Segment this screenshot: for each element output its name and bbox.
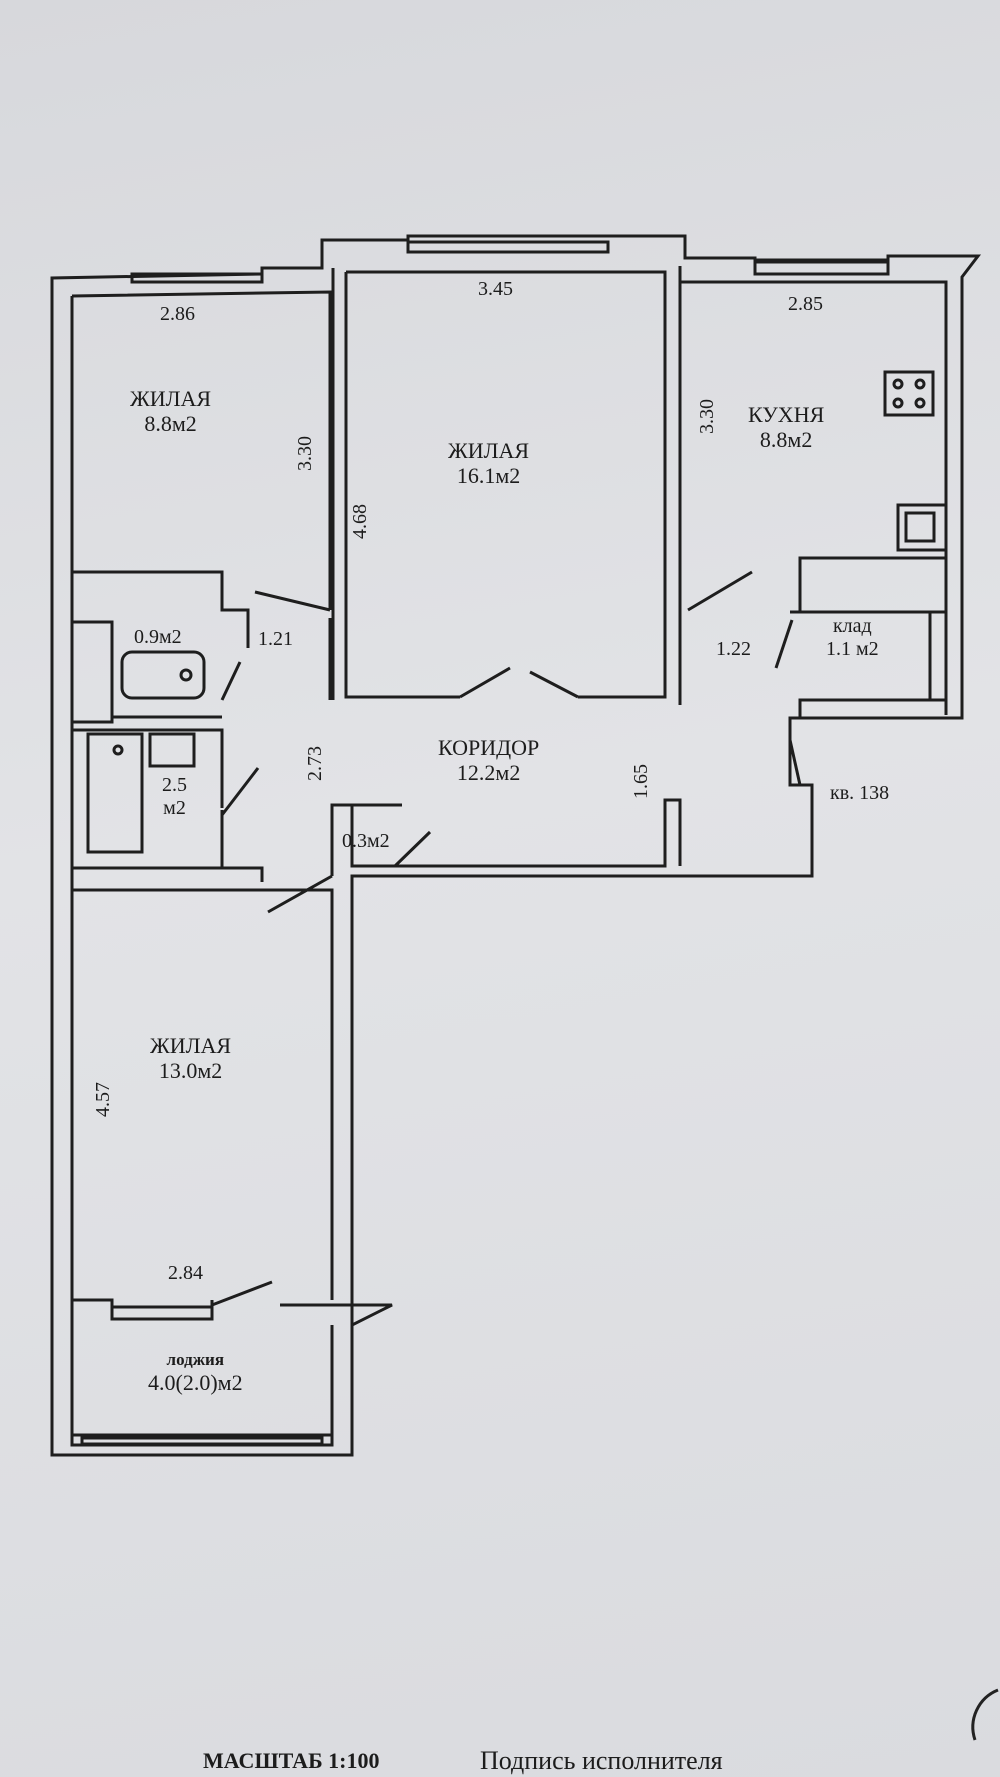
door-bedroom-bottom — [267, 874, 333, 914]
room-corridor: КОРИДОР 12.2м2 — [438, 735, 539, 786]
wall-living-outer — [331, 266, 682, 705]
room-bedroom-bottom: ЖИЛАЯ 13.0м2 — [150, 1033, 231, 1084]
window-top-left — [130, 272, 264, 284]
room-area-line1: 2.5 — [162, 774, 187, 796]
dim-top-left-width: 2.86 — [160, 303, 195, 325]
room-name: КУХНЯ — [748, 402, 825, 427]
room-area: 0.9м2 — [134, 626, 182, 648]
window-kitchen — [753, 260, 890, 276]
room-area: 13.0м2 — [158, 1058, 223, 1084]
door-bedroom-tl — [254, 590, 331, 612]
door-living-right — [529, 670, 579, 699]
room-storage: клад 1.1 м2 — [826, 615, 879, 661]
scale-label: МАСШТАБ 1:100 — [203, 1748, 380, 1773]
door-entrance — [788, 739, 802, 786]
room-loggia: лоджия 4.0(2.0)м2 — [148, 1350, 243, 1395]
dim-corridor-right: 1.22 — [716, 638, 751, 660]
signature-label: Подпись исполнителя — [480, 1746, 723, 1775]
stove-icon — [883, 370, 935, 417]
wall-corridor-bottom — [330, 798, 682, 876]
window-bedroom-bottom — [110, 1305, 214, 1321]
bathtub-icon — [86, 732, 144, 854]
room-name: ЖИЛАЯ — [448, 438, 530, 463]
dim-corridor-left: 1.21 — [258, 628, 293, 650]
door-loggia — [211, 1280, 273, 1307]
bathtub-small-icon — [120, 650, 206, 700]
kitchen-sink-icon — [896, 503, 948, 552]
room-area-line2: м2 — [163, 797, 186, 819]
wall-bedroom-bottom — [72, 888, 354, 1325]
room-name: лоджия — [166, 1350, 225, 1369]
room-closet: 0.3м2 — [342, 830, 390, 853]
wall-corridor-stubs — [220, 622, 250, 808]
door-closet — [393, 830, 432, 868]
room-area: 12.2м2 — [456, 760, 521, 786]
room-wc: 0.9м2 — [134, 626, 182, 649]
room-name: ЖИЛАЯ — [130, 386, 212, 411]
room-bathroom: 2.5 м2 — [162, 774, 187, 820]
dim-center-width: 3.45 — [478, 278, 513, 300]
loggia-railing — [80, 1436, 324, 1446]
room-name: клад — [832, 615, 872, 637]
room-area: 1.1 м2 — [826, 638, 879, 660]
room-area: 8.8м2 — [144, 411, 197, 437]
wall-storage — [798, 610, 948, 718]
room-area: 16.1м2 — [456, 463, 521, 489]
door-bath — [220, 767, 260, 816]
room-bedroom-top-left: ЖИЛАЯ 8.8м2 — [130, 386, 211, 437]
room-name: ЖИЛАЯ — [150, 1033, 232, 1058]
dim-kitchen-width: 2.85 — [788, 293, 823, 315]
wall-bedroom-tl — [70, 290, 332, 700]
door-kitchen — [687, 570, 753, 612]
wall-wc — [72, 620, 222, 724]
room-living-center: ЖИЛАЯ 16.1м2 — [448, 438, 529, 489]
wall-living — [344, 270, 667, 699]
washbasin-icon — [148, 732, 196, 768]
wall-bath — [70, 728, 264, 882]
window-center — [406, 240, 610, 254]
room-kitchen: КУХНЯ 8.8м2 — [748, 402, 824, 453]
door-storage — [774, 619, 794, 669]
room-area: 8.8м2 — [759, 427, 813, 453]
room-area: 4.0(2.0)м2 — [148, 1369, 243, 1395]
room-area: 0.3м2 — [342, 830, 390, 852]
apartment-number: кв. 138 — [830, 782, 890, 804]
door-living-left — [459, 666, 511, 699]
room-name: КОРИДОР — [438, 735, 540, 760]
outer-wall-outer — [50, 234, 982, 1457]
dim-bottom-width: 2.84 — [168, 1262, 203, 1284]
door-wc — [220, 661, 242, 701]
